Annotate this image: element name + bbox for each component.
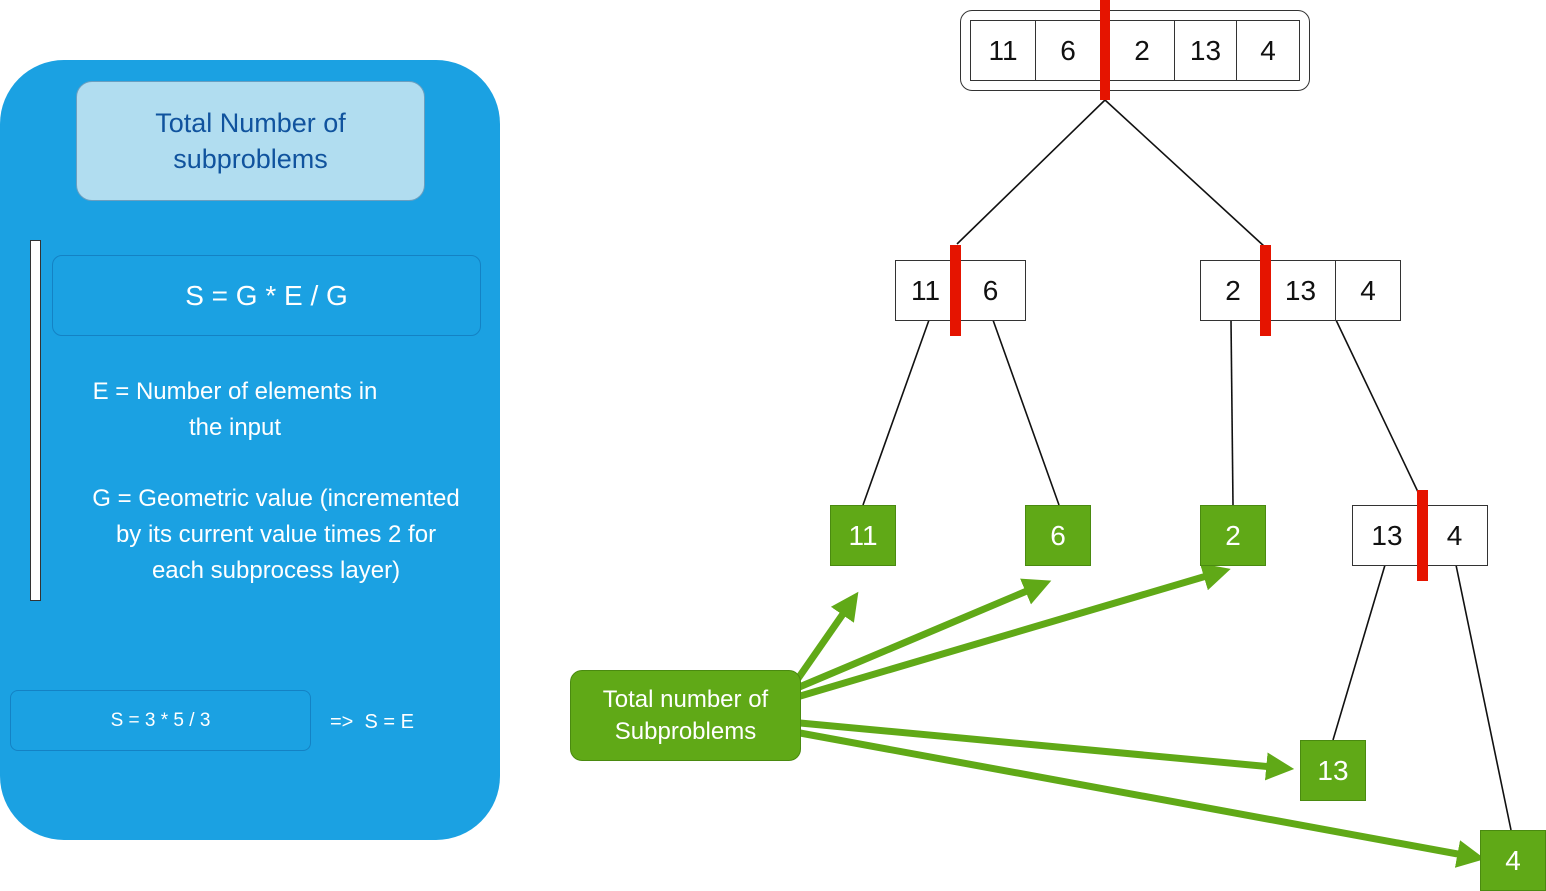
edge-root-right	[1104, 99, 1266, 248]
arrow-to-leaf-2	[796, 563, 1231, 701]
calculation-box: S = 3 * 5 / 3	[10, 690, 311, 751]
g-definition-line3: each subprocess layer)	[151, 557, 401, 584]
formula-box: S = G * E / G	[52, 255, 481, 336]
edge-right-subtree	[1335, 319, 1419, 493]
arrow-to-leaf-11	[794, 591, 859, 682]
level1-left-cell: 11	[895, 260, 956, 321]
callout-line1: Total number of	[602, 685, 769, 713]
level1-left-cell: 6	[955, 260, 1026, 321]
g-definition-line1: G = Geometric value (incremented	[92, 485, 460, 512]
arrow-to-leaf-13	[799, 719, 1295, 781]
root-cell: 11	[970, 20, 1036, 81]
vertical-bar	[30, 240, 41, 601]
leaf-node: 4	[1480, 830, 1546, 891]
split-marker-right	[1260, 245, 1271, 336]
level2-cell: 4	[1421, 505, 1488, 566]
leaf-node: 2	[1200, 505, 1266, 566]
e-definition-line1: E = Number of elements in	[92, 378, 378, 405]
edge-root-left	[956, 99, 1106, 245]
panel-title: Total Number of subproblems	[76, 81, 425, 201]
edge-sub-13	[1332, 564, 1386, 741]
leaf-node: 6	[1025, 505, 1091, 566]
callout-line2: Subproblems	[614, 717, 757, 745]
root-cell: 4	[1236, 20, 1300, 81]
edge-left-11	[862, 319, 930, 506]
g-definition-line2: by its current value times 2 for	[115, 521, 437, 548]
arrow-to-leaf-4	[799, 729, 1486, 868]
edge-left-6	[992, 319, 1060, 506]
split-marker-level2	[1417, 490, 1428, 581]
edge-sub-4	[1455, 564, 1512, 831]
e-definition-line2: the input	[188, 414, 282, 441]
leaf-node: 13	[1300, 740, 1366, 801]
arrow-to-leaf-6	[795, 578, 1052, 692]
root-cell: 13	[1174, 20, 1237, 81]
subproblems-callout: Total number of Subproblems	[570, 670, 801, 761]
root-cell: 6	[1035, 20, 1101, 81]
split-marker-root	[1100, 0, 1110, 100]
level2-cell: 13	[1352, 505, 1422, 566]
level1-right-cell: 13	[1265, 260, 1336, 321]
level1-right-cell: 4	[1335, 260, 1401, 321]
root-cell: 2	[1109, 20, 1175, 81]
edge-right-2	[1230, 319, 1234, 506]
conclusion-text: => S = E	[330, 711, 414, 733]
split-marker-left	[950, 245, 961, 336]
leaf-node: 11	[830, 505, 896, 566]
level1-right-cell: 2	[1200, 260, 1266, 321]
